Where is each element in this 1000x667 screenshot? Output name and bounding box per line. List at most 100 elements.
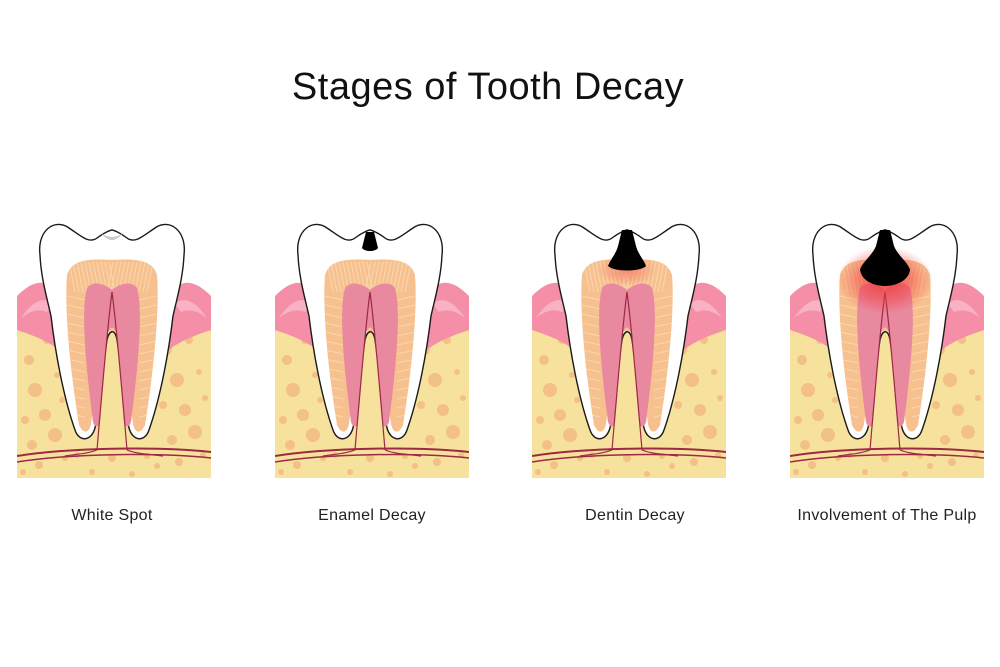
bone-dot <box>312 372 318 378</box>
stage-label-white-spot: White Spot <box>71 507 153 524</box>
bone-dot <box>89 469 95 475</box>
bone-dot <box>832 397 838 403</box>
gum-right-light <box>690 300 722 318</box>
bone-dot <box>366 454 374 462</box>
bone-dot <box>539 355 549 365</box>
bone-dot <box>862 469 868 475</box>
bone-dot <box>54 372 60 378</box>
pulp <box>342 283 398 427</box>
cavity <box>860 230 910 286</box>
bone-dot <box>623 454 631 462</box>
bone-dot <box>902 471 908 477</box>
stage-pulp-involvement <box>790 200 984 490</box>
nerve <box>579 449 613 457</box>
bone-dot <box>170 373 184 387</box>
bone-dot <box>293 461 301 469</box>
bone-dot <box>460 395 466 401</box>
bone-dot <box>433 458 441 466</box>
nerve <box>626 291 643 451</box>
bone-dot <box>569 372 575 378</box>
cavity <box>608 230 646 271</box>
bone-dot <box>24 355 34 365</box>
white-spot-lesion <box>101 233 123 240</box>
bone-dot <box>437 404 449 416</box>
bone-dot <box>28 383 42 397</box>
bone-dot <box>694 404 706 416</box>
bone-dot <box>669 463 675 469</box>
gum-right-light <box>433 300 465 318</box>
bone-dot <box>797 355 807 365</box>
bone-dot <box>20 469 26 475</box>
bone-dot <box>279 416 287 424</box>
bone-dot <box>446 425 460 439</box>
bone-dot <box>543 383 557 397</box>
nerve <box>96 291 113 451</box>
bone-dot <box>317 397 323 403</box>
stage-label-pulp-involvement: Involvement of The Pulp <box>797 507 977 524</box>
stage-enamel-decay <box>275 200 469 490</box>
page-title: Stages of Tooth Decay <box>291 66 685 108</box>
bone-dot <box>175 458 183 466</box>
gum-left-light <box>536 300 568 318</box>
bone-dot <box>428 373 442 387</box>
bone-dot <box>685 373 699 387</box>
bone-dot <box>297 409 309 421</box>
bone-dot <box>563 428 577 442</box>
bone-dot <box>969 369 975 375</box>
tooth-diagram <box>275 223 469 478</box>
nerve <box>354 291 371 451</box>
gum-left-light <box>794 300 826 318</box>
gum-left-light <box>21 300 53 318</box>
nerve <box>369 291 386 451</box>
stage-label-dentin-decay: Dentin Decay <box>585 507 685 524</box>
bone-dot <box>717 395 723 401</box>
bone-dot <box>711 369 717 375</box>
nerve <box>64 449 98 457</box>
bone-dot <box>454 369 460 375</box>
bone-dot <box>574 397 580 403</box>
bone-dot <box>952 404 964 416</box>
bone-dot <box>417 401 425 409</box>
bone-dot <box>812 409 824 421</box>
bone-dot <box>690 458 698 466</box>
bone-dot <box>927 463 933 469</box>
bone-dot <box>948 458 956 466</box>
bone-dot <box>39 409 51 421</box>
nerve <box>384 449 422 457</box>
blood-vessel <box>275 447 469 457</box>
gum-left-light <box>279 300 311 318</box>
stage-label-enamel-decay: Enamel Decay <box>318 507 426 524</box>
bone-dot <box>159 401 167 409</box>
bone-dot <box>278 469 284 475</box>
blood-vessel <box>532 453 726 463</box>
bone-dot <box>48 428 62 442</box>
bone-dot <box>387 471 393 477</box>
bone-dot <box>285 440 295 450</box>
bone-dot <box>306 428 320 442</box>
blood-vessel <box>17 447 211 457</box>
nerve <box>322 449 356 457</box>
bone-dot <box>943 373 957 387</box>
nerve <box>899 449 937 457</box>
bone-dot <box>827 372 833 378</box>
blood-vessel <box>790 453 984 463</box>
bone-dot <box>542 440 552 450</box>
nerve <box>641 449 679 457</box>
bone-dot <box>644 471 650 477</box>
bone-dot <box>881 454 889 462</box>
blood-vessel <box>17 453 211 463</box>
gum-right-light <box>175 300 207 318</box>
bone-dot <box>27 440 37 450</box>
bone-dot <box>21 416 29 424</box>
bone-dot <box>794 416 802 424</box>
bone-dot <box>536 416 544 424</box>
bone-dot <box>800 440 810 450</box>
bone-dot <box>167 435 177 445</box>
bone-dot <box>808 461 816 469</box>
bone-dot <box>940 435 950 445</box>
bone-dot <box>188 425 202 439</box>
bone-dot <box>35 461 43 469</box>
bone-dot <box>282 355 292 365</box>
pulp <box>857 283 913 427</box>
bone-dot <box>425 435 435 445</box>
